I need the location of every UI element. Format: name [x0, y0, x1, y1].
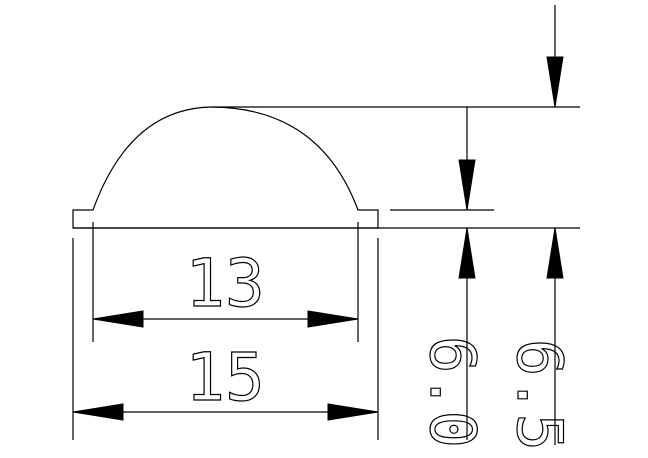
dimension-total-height: 6.5	[502, 5, 577, 452]
dimension-label-6-5: 6.5	[503, 339, 576, 451]
arrowhead-up	[546, 227, 564, 279]
dimension-label-6-0: 6.0	[416, 336, 489, 448]
dimension-inner-width: 13	[92, 222, 359, 342]
arrowhead-down	[458, 159, 476, 211]
arrowhead-left	[92, 310, 144, 328]
arrowhead-left	[72, 403, 124, 421]
arrowhead-right	[327, 403, 379, 421]
part-outline	[72, 106, 580, 229]
dome-profile	[72, 106, 379, 229]
arrowhead-right	[307, 310, 359, 328]
dimension-label-13: 13	[185, 245, 264, 322]
dimension-label-15: 15	[185, 339, 264, 416]
dimension-outer-width: 15	[72, 238, 379, 440]
arrowhead-up	[458, 227, 476, 279]
dimension-dome-height: 6.0	[415, 107, 490, 449]
arrowhead-down	[546, 56, 564, 108]
